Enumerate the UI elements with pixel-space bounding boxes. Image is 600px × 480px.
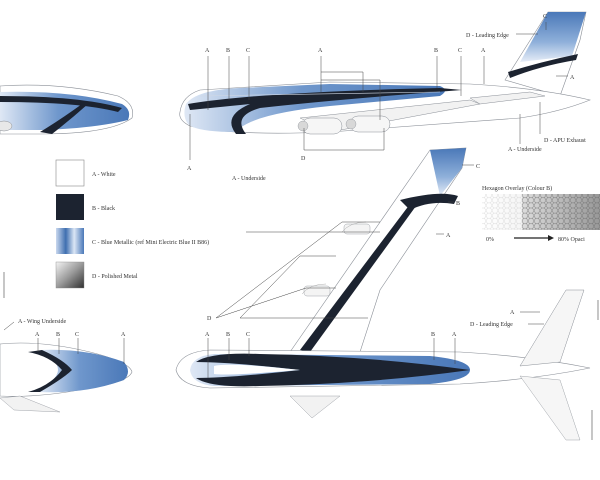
callout-a: A — [446, 233, 451, 239]
callout-b: B — [431, 332, 435, 338]
callout-a: A — [570, 75, 575, 81]
callout-a: A — [35, 332, 40, 338]
front-view-bottom-callouts: A B C A A - Wing Underside — [3, 319, 126, 364]
wing-callout-labels: C B A D — [207, 164, 480, 322]
colour-legend: A - White B - Black C - Blue Metallic (r… — [55, 159, 209, 289]
annotation-apu-exhaust: D - APU Exhaust — [544, 138, 586, 144]
callout-a: A — [318, 48, 323, 54]
callout-b: B — [56, 332, 60, 338]
annotation-leading-edge: D - Leading Edge — [466, 33, 509, 39]
side-view-aircraft — [179, 11, 591, 135]
annotation-wing-underside: A - Wing Underside — [18, 319, 66, 325]
side-view-callout-labels: A B C A B C A C A A D D - Leading Edge D… — [187, 14, 586, 182]
hex-overlay-end: 80% Opaci — [558, 237, 585, 243]
underside-callout-labels: A B C B A A D - Leading Edge — [205, 310, 515, 338]
swatch-white — [55, 159, 85, 187]
swatch-blue-metallic — [56, 228, 84, 254]
underside-view-aircraft — [175, 289, 591, 441]
callout-a: A — [452, 332, 457, 338]
underside-callout-lines — [207, 311, 544, 378]
callout-c: C — [75, 332, 79, 338]
hex-overlay-title: Hexagon Overlay (Colour B) — [482, 185, 552, 192]
callout-b: B — [226, 48, 230, 54]
front-view-bottom-left — [0, 342, 133, 413]
callout-a: A — [481, 48, 486, 54]
callout-c: C — [476, 164, 480, 170]
callout-b: B — [456, 201, 460, 207]
side-view-callout-lines — [189, 22, 568, 160]
front-view-top-left — [0, 84, 133, 135]
annotation-underside-fuselage: A - Underside — [232, 176, 266, 182]
callout-d: D — [207, 316, 212, 322]
swatch-black — [56, 194, 84, 220]
callout-c: C — [246, 332, 250, 338]
callout-a: A — [205, 48, 210, 54]
callout-a: A — [205, 332, 210, 338]
callout-c: C — [543, 14, 547, 20]
arrow-icon — [548, 235, 554, 241]
callout-b: B — [434, 48, 438, 54]
callout-a: A — [187, 166, 192, 172]
callout-a: A — [510, 310, 515, 316]
callout-b: B — [226, 332, 230, 338]
legend-label-black: B - Black — [92, 206, 115, 212]
legend-label-blue-metallic: C - Blue Metallic (ref Mini Electric Blu… — [92, 239, 209, 246]
callout-c: C — [458, 48, 462, 54]
legend-label-polished-metal: D - Polished Metal — [92, 274, 138, 280]
annotation-underside-tail: A - Underside — [508, 147, 542, 153]
callout-a: A — [121, 332, 126, 338]
wing-plan-view — [289, 147, 467, 353]
swatch-polished-metal — [55, 261, 85, 289]
hex-overlay-start: 0% — [486, 237, 494, 243]
engine-nacelles — [297, 115, 391, 135]
wing-callout-lines — [215, 164, 474, 319]
hexagon-overlay-key: Hexagon Overlay (Colour B) 0% 80% Opaci — [482, 185, 600, 243]
annotation-leading-edge-lower: D - Leading Edge — [470, 322, 513, 328]
edge-fragments — [3, 272, 599, 440]
callout-d: D — [301, 156, 306, 162]
callout-c: C — [246, 48, 250, 54]
legend-label-white: A - White — [92, 172, 116, 178]
